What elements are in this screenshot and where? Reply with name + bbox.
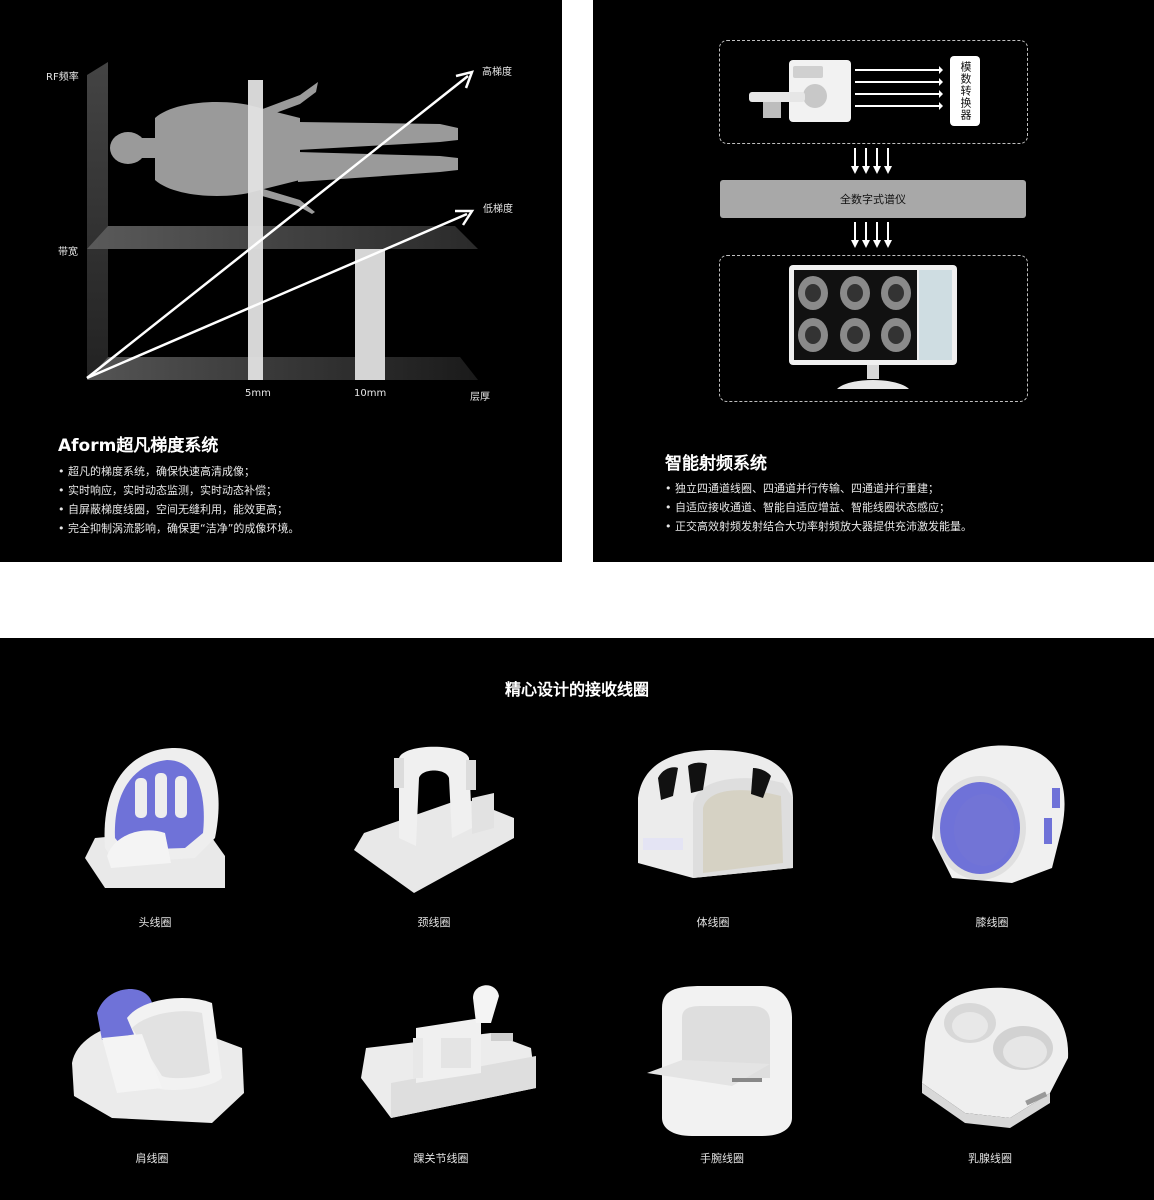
rf-bullets: 独立四通道线圈、四通道并行传输、四通道并行重建； 自适应接收通道、智能自适应增益… bbox=[665, 479, 972, 536]
head-coil-icon bbox=[85, 748, 225, 888]
list-item: 超凡的梯度系统，确保快速高清成像； bbox=[58, 462, 299, 481]
body-coil-icon bbox=[638, 750, 793, 878]
gradient-bullets: 超凡的梯度系统，确保快速高清成像； 实时响应，实时动态监测，实时动态补偿； 自屏… bbox=[58, 462, 299, 538]
coil-label-shoulder: 肩线圈 bbox=[135, 1152, 169, 1165]
coil-label-neck: 颈线圈 bbox=[417, 916, 451, 929]
axis-label-10mm: 10mm bbox=[354, 388, 387, 399]
coil-label-wrist: 手腕线圈 bbox=[700, 1152, 744, 1165]
coil-card-head: 头线圈 bbox=[55, 738, 255, 958]
spectrometer-box: 全数字式谱仪 bbox=[720, 180, 1026, 218]
human-silhouette bbox=[110, 82, 458, 214]
neck-coil-icon bbox=[354, 746, 514, 893]
list-item: 实时响应，实时动态监测，实时动态补偿； bbox=[58, 481, 299, 500]
coil-label-breast: 乳腺线圈 bbox=[968, 1152, 1012, 1165]
axis-label-rf: RF频率 bbox=[46, 72, 79, 83]
slice-5mm-bar bbox=[248, 80, 263, 380]
axis-label-thickness: 层厚 bbox=[470, 392, 490, 403]
coil-card-body: 体线圈 bbox=[613, 738, 813, 958]
bandwidth-plane bbox=[87, 226, 478, 249]
list-item: 独立四通道线圈、四通道并行传输、四通道并行重建； bbox=[665, 479, 972, 498]
coil-card-breast: 乳腺线圈 bbox=[890, 978, 1090, 1198]
axis-label-high-gradient: 高梯度 bbox=[482, 67, 512, 78]
monitor-icon bbox=[789, 265, 957, 389]
shoulder-coil-icon bbox=[72, 989, 244, 1123]
coil-card-ankle: 踝关节线圈 bbox=[341, 978, 541, 1198]
monitor-box bbox=[719, 255, 1028, 402]
rf-title: 智能射频系统 bbox=[665, 454, 767, 474]
coil-label-head: 头线圈 bbox=[138, 916, 172, 929]
wrist-coil-icon bbox=[647, 986, 792, 1136]
list-item: 正交高效射频发射结合大功率射频放大器提供充沛激发能量。 bbox=[665, 517, 972, 536]
gradient-title: Aform超凡梯度系统 bbox=[58, 436, 219, 456]
axis-label-5mm: 5mm bbox=[245, 388, 271, 399]
scanner-box bbox=[719, 40, 1028, 144]
coil-label-ankle: 踝关节线圈 bbox=[413, 1152, 469, 1165]
mri-scanner-icon bbox=[749, 60, 943, 122]
list-item: 自屏蔽梯度线圈，空间无缝利用，能效更高； bbox=[58, 500, 299, 519]
knee-coil-icon bbox=[932, 745, 1065, 883]
coil-card-knee: 膝线圈 bbox=[892, 738, 1092, 958]
list-item: 自适应接收通道、智能自适应增益、智能线圈状态感应； bbox=[665, 498, 972, 517]
ankle-coil-icon bbox=[361, 985, 536, 1118]
coil-label-knee: 膝线圈 bbox=[975, 916, 1009, 929]
adc-box: 模数转换器 bbox=[950, 56, 980, 126]
coil-card-wrist: 手腕线圈 bbox=[622, 978, 822, 1198]
axis-label-low-gradient: 低梯度 bbox=[483, 204, 513, 215]
coils-title: 精心设计的接收线圈 bbox=[504, 680, 649, 699]
gradient-diagram bbox=[86, 62, 478, 380]
axis-label-bandwidth: 带宽 bbox=[58, 247, 78, 258]
gradient-arrows bbox=[86, 70, 475, 380]
list-item: 完全抑制涡流影响，确保更“洁净”的成像环境。 bbox=[58, 519, 299, 538]
coil-card-shoulder: 肩线圈 bbox=[52, 978, 252, 1198]
coil-card-neck: 颈线圈 bbox=[334, 738, 534, 958]
rf-system-panel: 模数转换器 全数字式谱仪 智能射频系统 独立四通道线圈、四通道并行传输、四通道并… bbox=[593, 0, 1154, 562]
floor-plane bbox=[87, 357, 478, 380]
coil-label-body: 体线圈 bbox=[696, 916, 730, 929]
slice-10mm-bar bbox=[355, 249, 385, 380]
gradient-system-panel: RF频率 带宽 高梯度 低梯度 5mm 10mm 层厚 Aform超凡梯度系统 … bbox=[0, 0, 562, 562]
breast-coil-icon bbox=[922, 987, 1069, 1128]
down-arrows-icon bbox=[851, 222, 892, 248]
coils-panel: 精心设计的接收线圈 头线圈 颈线圈 bbox=[0, 638, 1154, 1200]
rf-wall bbox=[87, 62, 108, 380]
down-arrows-icon bbox=[851, 148, 892, 174]
